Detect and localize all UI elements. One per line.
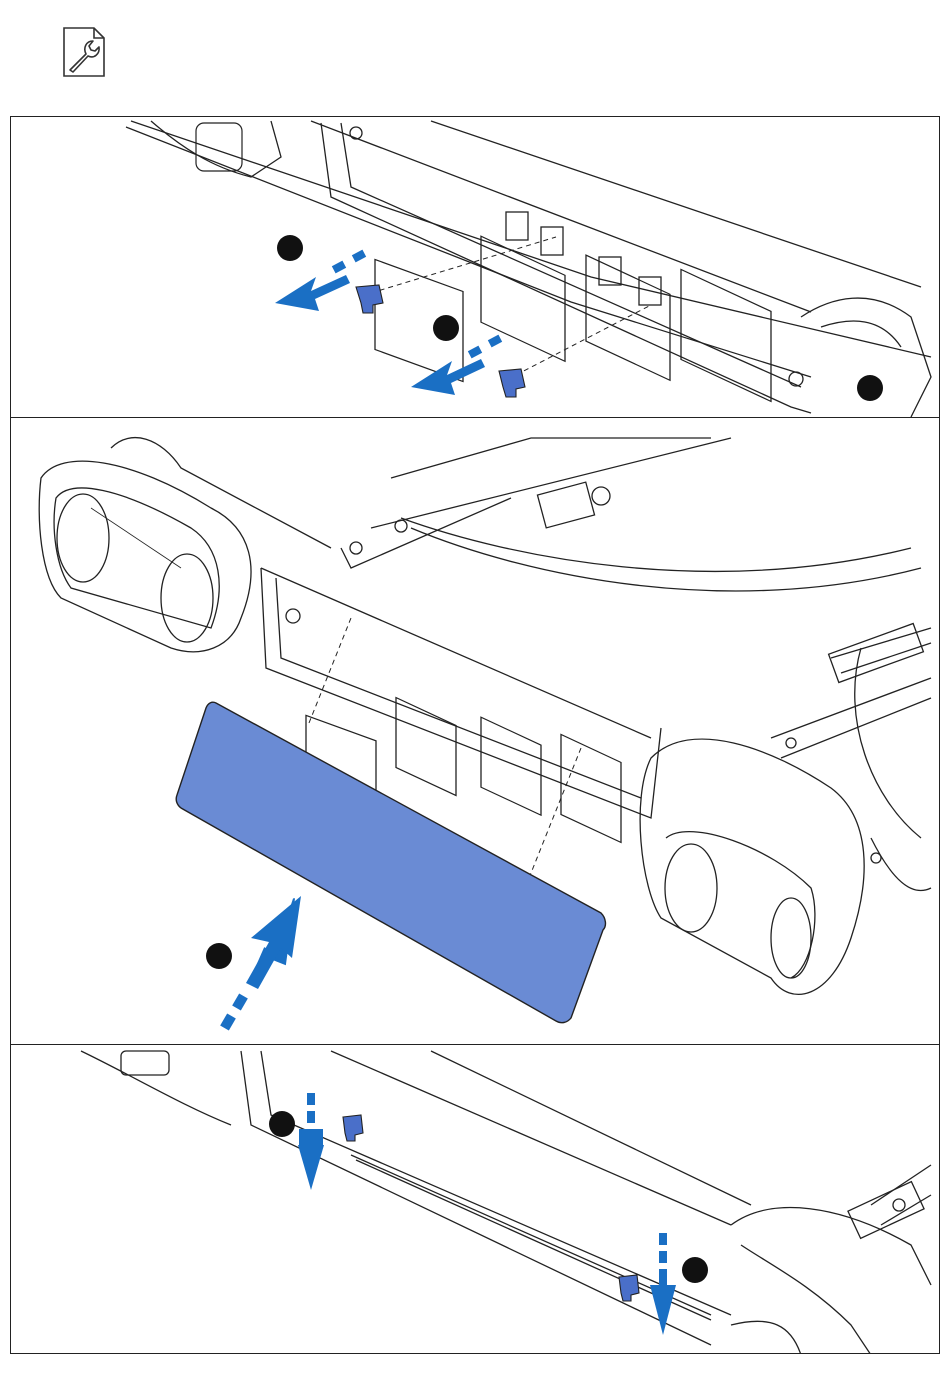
callout-marker bbox=[277, 235, 303, 261]
bumper-rear-view bbox=[11, 117, 940, 418]
retaining-clip bbox=[343, 1115, 639, 1301]
install-arrow bbox=[220, 896, 301, 1031]
wrench-document-icon bbox=[58, 26, 110, 78]
callout-marker bbox=[433, 315, 459, 341]
bumper-bottom-view bbox=[11, 1045, 940, 1354]
callout-marker bbox=[269, 1111, 295, 1137]
step-panel-install-plate bbox=[10, 417, 940, 1045]
bumper-assembly-view bbox=[11, 418, 940, 1045]
callout-marker bbox=[206, 943, 232, 969]
step-panel-remove-clips bbox=[10, 116, 940, 418]
removal-arrow bbox=[275, 250, 502, 395]
callout-marker bbox=[857, 375, 883, 401]
step-panel-reinstall-clips bbox=[10, 1044, 940, 1354]
callout-marker bbox=[682, 1257, 708, 1283]
